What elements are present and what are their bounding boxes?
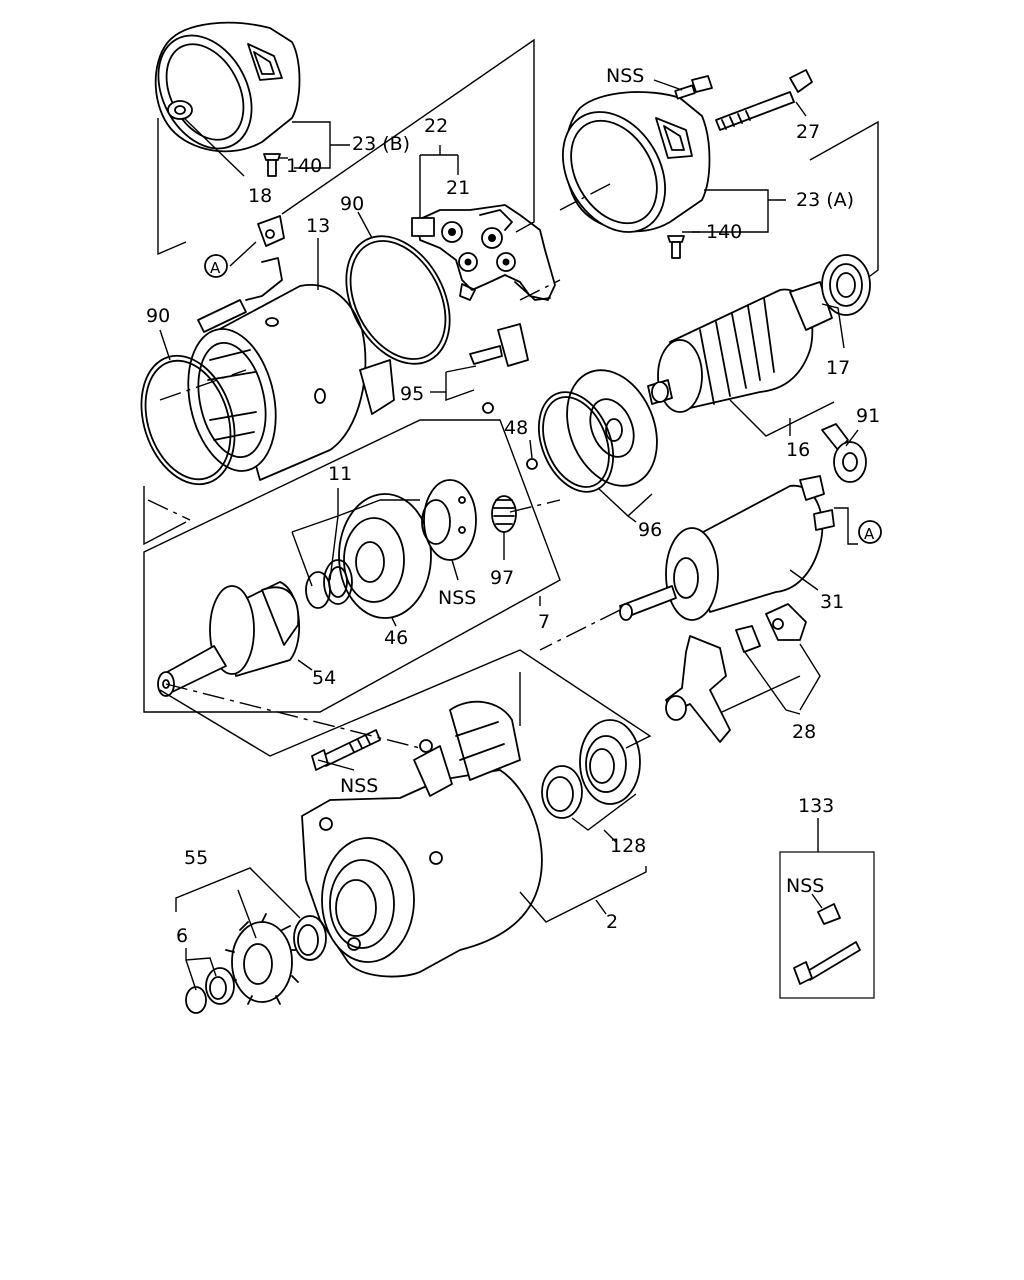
- rear-cover-23b: [154, 21, 301, 153]
- label-18: 18: [248, 185, 272, 207]
- label-140-upper: 140: [286, 155, 322, 177]
- screw-nss-top: [674, 75, 713, 100]
- label-96: 96: [638, 519, 662, 541]
- label-90-left: 90: [146, 305, 170, 327]
- label-140-lower: 140: [706, 221, 742, 243]
- svg-text:A: A: [210, 259, 221, 277]
- connection-marker-a-right: A: [858, 520, 882, 544]
- label-17: 17: [826, 357, 850, 379]
- label-2: 2: [606, 911, 618, 933]
- label-nss-top: NSS: [606, 65, 644, 87]
- washer-96: [538, 369, 658, 493]
- screw-140-upper: [263, 153, 281, 177]
- label-54: 54: [312, 667, 336, 689]
- screw-140-lower: [667, 235, 685, 259]
- label-97: 97: [490, 567, 514, 589]
- label-23a: 23 (A): [796, 189, 854, 211]
- label-22: 22: [424, 115, 448, 137]
- pinion-gear-55: [225, 913, 327, 1005]
- bearing-128: [541, 719, 641, 819]
- field-yoke-13: [187, 215, 395, 481]
- rings-6: [185, 967, 235, 1014]
- group-brackets: [143, 38, 879, 991]
- part-91: [821, 423, 867, 483]
- label-nss-box: NSS: [786, 875, 824, 897]
- armature-16: [647, 281, 833, 413]
- label-nss-mid: NSS: [438, 587, 476, 609]
- label-46: 46: [384, 627, 408, 649]
- label-7: 7: [538, 611, 550, 633]
- label-90-right: 90: [340, 193, 364, 215]
- label-nss-bolt: NSS: [340, 775, 378, 797]
- label-28: 28: [792, 721, 816, 743]
- label-55: 55: [184, 847, 208, 869]
- box-133: [779, 851, 875, 999]
- lever-assembly-28: [665, 603, 807, 743]
- o-ring-90-left: [140, 354, 236, 486]
- ball-48: [526, 458, 538, 470]
- center-lines: [147, 183, 621, 749]
- brush-plate-95: [469, 323, 529, 414]
- label-95: 95: [400, 383, 424, 405]
- bolt-nss: [311, 729, 381, 771]
- label-128: 128: [610, 835, 646, 857]
- label-31: 31: [820, 591, 844, 613]
- svg-text:A: A: [864, 525, 875, 543]
- label-91: 91: [856, 405, 880, 427]
- through-bolt-27: [715, 69, 813, 131]
- label-6: 6: [176, 925, 188, 947]
- part-labels: 140 23 (B) 18 22 21 NSS 27 23 (A) 140 90…: [146, 65, 880, 947]
- label-27: 27: [796, 121, 820, 143]
- housing-2: [301, 700, 543, 978]
- label-13: 13: [306, 215, 330, 237]
- label-133: 133: [798, 795, 834, 817]
- front-cover-23a: [562, 91, 711, 233]
- connection-marker-a-left: A: [204, 254, 228, 278]
- label-11: 11: [328, 463, 352, 485]
- label-16: 16: [786, 439, 810, 461]
- drive-assembly-7: [157, 479, 517, 697]
- solenoid-31: [619, 475, 835, 621]
- label-21: 21: [446, 177, 470, 199]
- label-23b: 23 (B): [352, 133, 410, 155]
- label-48: 48: [504, 417, 528, 439]
- bearing-17: [821, 254, 871, 316]
- o-ring-90-right: [345, 235, 451, 365]
